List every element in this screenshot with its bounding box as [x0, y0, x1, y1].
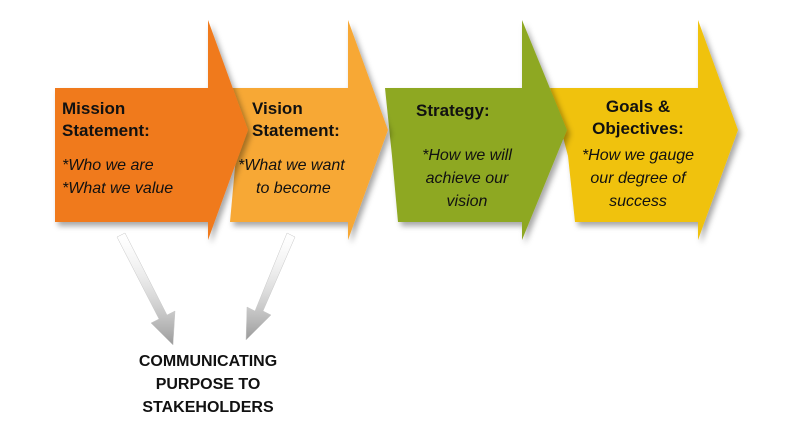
goals-description: *How we gauge our degree of success — [568, 144, 708, 213]
goals-description-line: *How we gauge — [581, 147, 695, 164]
strategy-arrow — [385, 20, 567, 240]
vision-step: Vision Statement: *What we want to becom… — [238, 98, 378, 200]
goals-arrow — [550, 20, 738, 240]
strategy-description-line: achieve our — [425, 170, 509, 187]
vision-title-line: Vision — [252, 99, 303, 118]
goals-step: Goals & Objectives: *How we gauge our de… — [568, 96, 708, 213]
vision-description-line: to become — [256, 180, 331, 197]
vision-title-line: Statement: — [252, 121, 340, 140]
mission-description-line: *What we value — [62, 180, 174, 197]
stakeholders-label-line: PURPOSE TO — [155, 376, 261, 393]
strategy-title-line: Strategy: — [416, 101, 490, 120]
mission-title-line: Statement: — [62, 121, 150, 140]
goals-title: Goals & Objectives: — [568, 96, 708, 140]
mission-title: Mission Statement: — [62, 98, 212, 142]
strategy-description-line: vision — [446, 193, 488, 210]
goals-title-line: Objectives: — [592, 119, 684, 138]
mission-title-line: Mission — [62, 99, 126, 118]
strategy-title: Strategy: — [402, 100, 532, 122]
connector-arrow-mission — [116, 232, 176, 346]
mission-description-line: *Who we are — [62, 157, 154, 174]
goals-title-line: Goals & — [605, 97, 671, 116]
stakeholders-label: COMMUNICATING PURPOSE TO STAKEHOLDERS — [108, 350, 308, 419]
vision-title: Vision Statement: — [238, 98, 378, 142]
stakeholders-label-line: COMMUNICATING — [138, 353, 278, 370]
vision-description: *What we want to become — [238, 154, 378, 200]
mission-arrow — [55, 20, 248, 240]
mission-step: Mission Statement: *Who we are *What we … — [62, 98, 212, 200]
strategy-description: *How we will achieve our vision — [402, 144, 532, 213]
strategy-step: Strategy: *How we will achieve our visio… — [402, 100, 532, 213]
goals-description-line: our degree of — [590, 170, 686, 187]
strategy-description-line: *How we will — [422, 147, 512, 164]
mission-description: *Who we are *What we value — [62, 154, 212, 200]
goals-description-line: success — [609, 193, 667, 210]
connector-arrow-vision — [245, 232, 296, 341]
stakeholders-label-line: STAKEHOLDERS — [142, 399, 274, 416]
vision-arrow — [222, 20, 388, 240]
vision-description-line: *What we want — [238, 157, 345, 174]
